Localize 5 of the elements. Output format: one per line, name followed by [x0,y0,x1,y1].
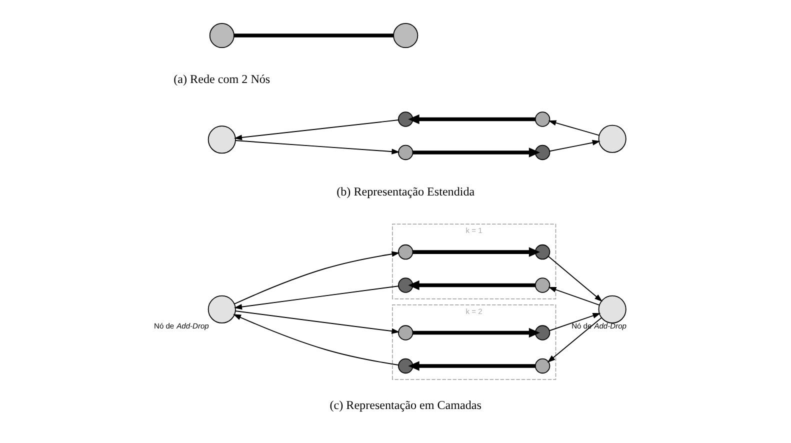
label: (b) Representação Estendida [336,184,474,198]
node-label: Nó de Add-Drop [571,321,626,330]
label: (c) Representação em Camadas [329,398,481,412]
label: (a) Rede com 2 Nós [173,72,270,86]
node-label: Nó de Add-Drop [154,321,208,330]
